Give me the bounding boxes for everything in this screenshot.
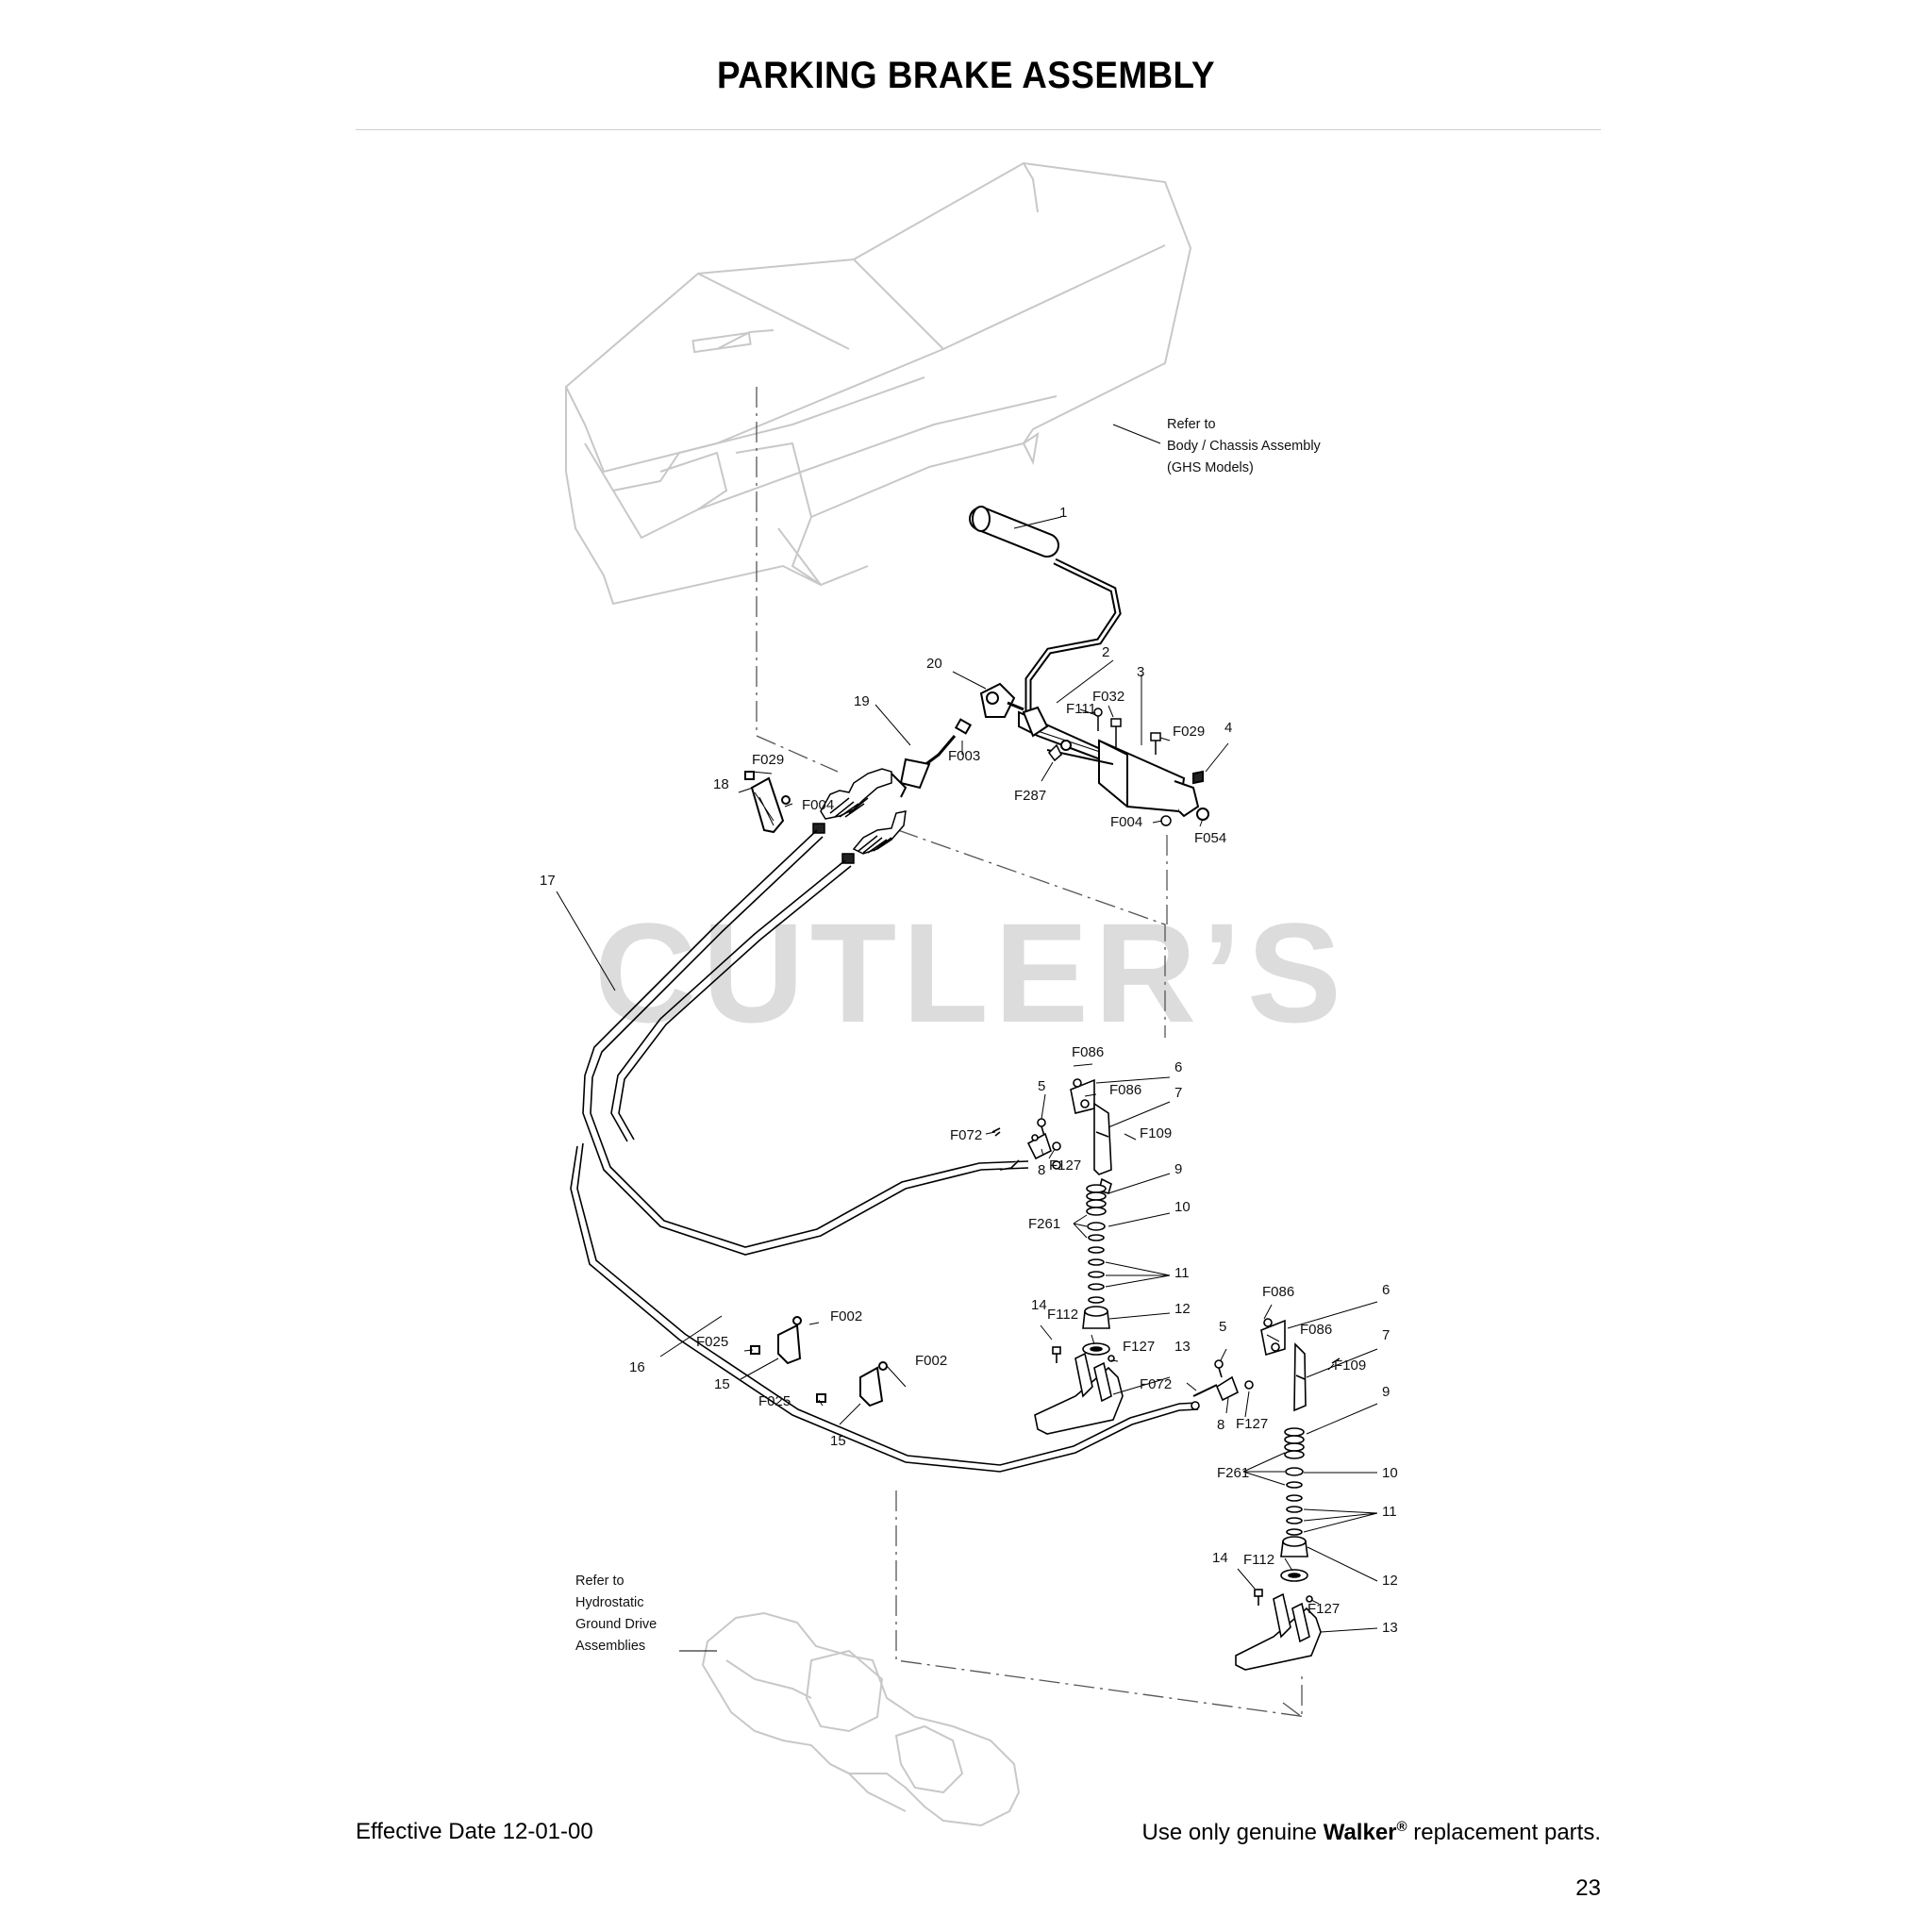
callout-5-b: 5 <box>1219 1319 1226 1335</box>
registered-mark: ® <box>1396 1819 1407 1835</box>
body-ref-line-1: Refer to <box>1167 417 1216 432</box>
callout-F127-c: F127 <box>1236 1416 1268 1432</box>
body-chassis-outline <box>565 161 1192 606</box>
callout-F025-b: F025 <box>758 1393 791 1409</box>
callout-4: 4 <box>1224 720 1232 736</box>
callout-F003: F003 <box>948 748 980 764</box>
callout-1: 1 <box>1059 505 1067 521</box>
callout-F109-a: F109 <box>1140 1125 1172 1141</box>
callout-F086-c: F086 <box>1262 1284 1294 1300</box>
brake-stack-upper <box>991 1078 1124 1435</box>
callout-15-b: 15 <box>830 1433 846 1449</box>
page-title: PARKING BRAKE ASSEMBLY <box>716 55 1216 96</box>
callout-15-a: 15 <box>714 1376 730 1392</box>
page-number: 23 <box>1575 1875 1601 1901</box>
callout-19: 19 <box>854 693 870 709</box>
callout-F086-a: F086 <box>1072 1044 1104 1060</box>
callout-10-a: 10 <box>1174 1199 1191 1215</box>
parts-prefix: Use only genuine <box>1141 1820 1324 1845</box>
callout-F112-a: F112 <box>1047 1307 1078 1323</box>
callout-F086-d: F086 <box>1300 1322 1332 1338</box>
callout-9-a: 9 <box>1174 1161 1182 1177</box>
brake-stack-lower <box>1191 1318 1341 1671</box>
callout-F029-left: F029 <box>752 752 784 768</box>
callout-2: 2 <box>1102 644 1109 660</box>
spring-stack-2 <box>1280 1427 1308 1582</box>
body-ref-line-2: Body / Chassis Assembly <box>1167 439 1322 454</box>
callout-12-b: 12 <box>1382 1573 1398 1589</box>
callout-11-a: 11 <box>1174 1265 1190 1281</box>
callout-labels: 1 2 3 4 20 19 F111 F032 F029 F003 F287 F… <box>540 505 1398 1636</box>
hydrostatic-note: Refer to Hydrostatic Ground Drive Assemb… <box>575 1574 657 1654</box>
callout-F287: F287 <box>1014 788 1046 804</box>
cable-clamps <box>750 1316 888 1407</box>
callout-F127-d: F127 <box>1307 1601 1340 1617</box>
callout-8-b: 8 <box>1217 1417 1224 1433</box>
callout-F002-b: F002 <box>915 1353 947 1369</box>
brake-bracket <box>1022 706 1209 821</box>
brake-cables <box>570 829 1199 1473</box>
watermark: CUTLER’S <box>594 893 1347 1052</box>
callout-6-b: 6 <box>1382 1282 1390 1298</box>
callout-F112-b: F112 <box>1243 1552 1274 1568</box>
callout-7-a: 7 <box>1174 1085 1182 1101</box>
callout-F127-a: F127 <box>1049 1158 1081 1174</box>
callout-F127-b: F127 <box>1123 1339 1155 1355</box>
genuine-parts-notice: Use only genuine Walker® replacement par… <box>1142 1819 1601 1846</box>
title-divider <box>356 129 1601 130</box>
callout-F025-a: F025 <box>696 1334 728 1350</box>
callout-18: 18 <box>713 776 729 792</box>
hydrostatic-outline <box>701 1611 1021 1827</box>
callout-5-a: 5 <box>1038 1078 1045 1094</box>
bracket-18 <box>744 771 791 834</box>
callout-9-b: 9 <box>1382 1384 1390 1400</box>
callout-10-b: 10 <box>1382 1465 1398 1481</box>
spring-stack <box>1082 1184 1110 1356</box>
callout-F004-top: F004 <box>1110 814 1142 830</box>
cable-springs <box>812 768 907 864</box>
callout-F111: F111 <box>1066 701 1096 717</box>
hydro-ref-line-1: Refer to <box>575 1574 625 1589</box>
callout-3: 3 <box>1137 664 1144 680</box>
brake-handle <box>969 506 1122 766</box>
callout-20: 20 <box>926 656 942 672</box>
hydro-ref-line-4: Assemblies <box>575 1639 645 1654</box>
callout-F072-b: F072 <box>1140 1376 1172 1392</box>
callout-7-b: 7 <box>1382 1327 1390 1343</box>
hydro-ref-line-3: Ground Drive <box>575 1617 657 1632</box>
hydro-ref-line-2: Hydrostatic <box>575 1595 644 1610</box>
callout-F029-top: F029 <box>1173 724 1205 740</box>
callout-F054: F054 <box>1194 830 1226 846</box>
effective-date: Effective Date 12-01-00 <box>356 1819 593 1844</box>
parts-suffix: replacement parts. <box>1407 1820 1601 1845</box>
body-ref-line-3: (GHS Models) <box>1167 460 1254 475</box>
top-fasteners <box>1048 708 1172 826</box>
callout-11-b: 11 <box>1382 1504 1397 1520</box>
callout-F002-a: F002 <box>830 1308 862 1324</box>
turnbuckle-rod <box>891 682 1024 798</box>
callout-12-a: 12 <box>1174 1301 1191 1317</box>
callout-F032: F032 <box>1092 689 1124 705</box>
callout-8-a: 8 <box>1038 1162 1045 1178</box>
callout-F261-a: F261 <box>1028 1216 1060 1232</box>
callout-F109-b: F109 <box>1334 1357 1366 1374</box>
brand-name: Walker <box>1323 1820 1397 1845</box>
alignment-lines <box>756 387 1307 1719</box>
callout-F261-b: F261 <box>1217 1465 1249 1481</box>
leader-lines <box>556 424 1378 1652</box>
callout-14-b: 14 <box>1212 1550 1228 1566</box>
callout-13-a: 13 <box>1174 1339 1191 1355</box>
callout-F004-left: F004 <box>802 797 834 813</box>
callout-16: 16 <box>629 1359 645 1375</box>
callout-6-a: 6 <box>1174 1059 1182 1075</box>
callout-13-b: 13 <box>1382 1620 1398 1636</box>
body-chassis-note: Refer to Body / Chassis Assembly (GHS Mo… <box>1167 417 1322 475</box>
callout-17: 17 <box>540 873 556 889</box>
callout-F072-a: F072 <box>950 1127 982 1143</box>
callout-F086-b: F086 <box>1109 1082 1141 1098</box>
callout-14-a: 14 <box>1031 1297 1047 1313</box>
